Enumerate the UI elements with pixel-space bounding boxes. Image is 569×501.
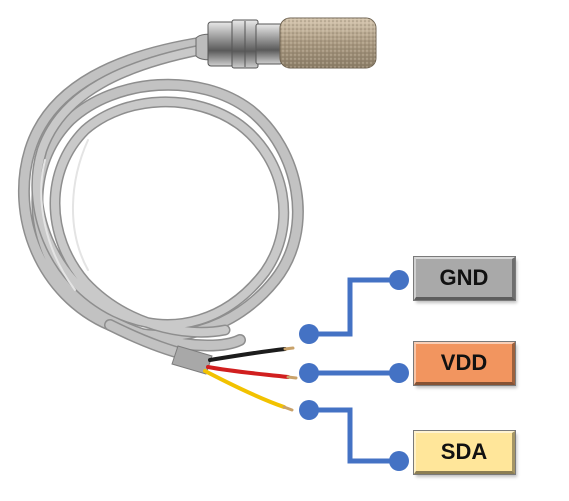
gnd-pin-label: GND	[414, 257, 515, 300]
connector-dots	[299, 270, 409, 471]
sda-pin-label: SDA	[414, 431, 515, 474]
sda-wire-dot	[299, 400, 319, 420]
sda-connector-line	[310, 407, 400, 464]
gnd-connector-line	[310, 277, 400, 337]
wire-red	[206, 365, 290, 379]
wire-bundle	[203, 346, 298, 412]
wire-black	[208, 347, 287, 362]
cable-gland	[195, 19, 283, 69]
cable-jacket-end	[171, 345, 213, 375]
sda-label-dot	[389, 451, 409, 471]
vdd-pin-label: VDD	[414, 342, 515, 385]
cable-coil	[17, 36, 304, 362]
gnd-label-dot	[389, 270, 409, 290]
pin-connectors	[310, 277, 400, 464]
sensor-probe	[279, 17, 377, 69]
vdd-label-dot	[389, 363, 409, 383]
gnd-wire-dot	[299, 324, 319, 344]
vdd-wire-dot	[299, 363, 319, 383]
wire-yellow	[203, 369, 286, 409]
